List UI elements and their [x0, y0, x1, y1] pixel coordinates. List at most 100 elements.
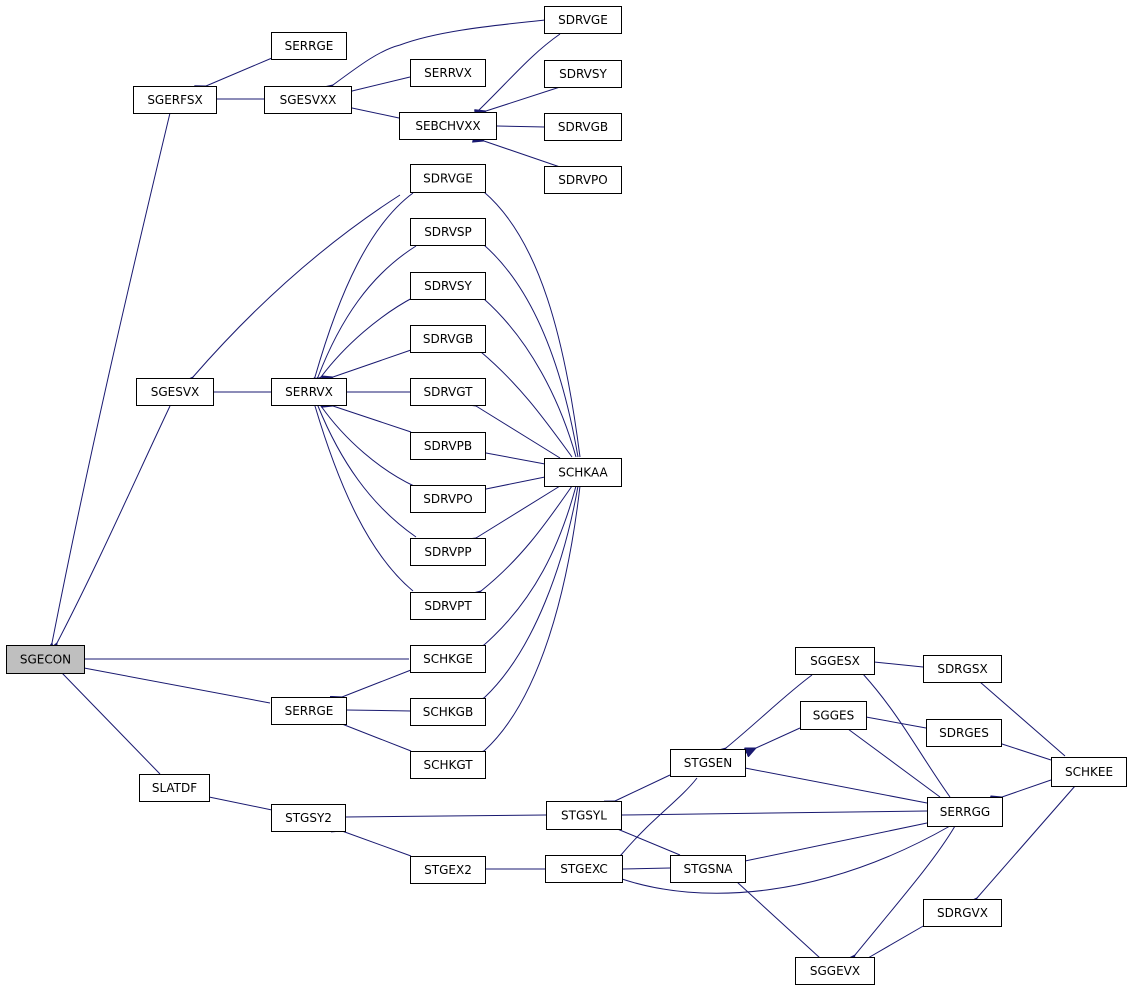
node-stgsyl[interactable]: STGSYL: [546, 801, 622, 830]
edge-sdrvpp-serrvx: [318, 406, 417, 538]
edge-stgsen-stgsyl: [615, 774, 671, 801]
node-schkgb[interactable]: SCHKGB: [410, 698, 486, 726]
node-box[interactable]: [6, 645, 85, 674]
node-box[interactable]: [410, 325, 486, 353]
node-sdrvge[interactable]: SDRVGE: [410, 164, 486, 193]
node-serrgg[interactable]: SERRGG: [927, 797, 1003, 827]
node-schkgt[interactable]: SCHKGT: [410, 751, 486, 779]
node-box[interactable]: [670, 855, 746, 883]
node-label: SEBCHVXX: [415, 119, 480, 133]
edge-schkee-serrgg: [1002, 779, 1052, 797]
node-sgecon[interactable]: SGECON: [6, 645, 85, 674]
node-box[interactable]: [800, 701, 867, 730]
node-box[interactable]: [544, 113, 622, 141]
node-box[interactable]: [410, 59, 486, 87]
node-box[interactable]: [795, 957, 875, 985]
node-sdrvpb[interactable]: SDRVPB: [410, 432, 486, 460]
node-box[interactable]: [546, 801, 622, 830]
node-serrvx-top[interactable]: SERRVX: [410, 59, 486, 87]
node-box[interactable]: [136, 378, 214, 406]
node-box[interactable]: [795, 647, 875, 675]
edge-slatdf-sgecon: [62, 673, 161, 775]
node-label: SDRVPP: [424, 545, 471, 559]
node-box[interactable]: [923, 899, 1002, 927]
node-schkee[interactable]: SCHKEE: [1051, 757, 1127, 787]
edge-sdrvge-serrvx: [315, 192, 414, 377]
node-sdrvsy[interactable]: SDRVSY: [410, 272, 486, 300]
node-box[interactable]: [410, 751, 486, 779]
node-sdrvgt[interactable]: SDRVGT: [410, 378, 486, 406]
node-box[interactable]: [271, 697, 347, 725]
edge-sdrvsy-top-sebchvxx: [486, 86, 561, 111]
node-stgsen[interactable]: STGSEN: [670, 749, 746, 777]
node-label: STGSEN: [684, 756, 732, 770]
node-sdrvpo[interactable]: SDRVPO: [410, 485, 486, 513]
node-sgges[interactable]: SGGES: [800, 701, 867, 730]
node-box[interactable]: [410, 592, 486, 620]
node-box[interactable]: [410, 698, 486, 726]
node-box[interactable]: [410, 272, 486, 300]
node-box[interactable]: [1051, 757, 1127, 787]
node-box[interactable]: [271, 378, 347, 406]
node-box[interactable]: [544, 458, 622, 487]
edge-serrgg-sggevx: [855, 825, 956, 955]
node-box[interactable]: [133, 86, 217, 114]
node-stgexc[interactable]: STGEXC: [545, 855, 623, 883]
node-sdrvsp[interactable]: SDRVSP: [410, 218, 486, 246]
node-sdrges[interactable]: SDRGES: [926, 719, 1002, 747]
node-label: SGGES: [813, 709, 854, 723]
node-sgesvx[interactable]: SGESVX: [136, 378, 214, 406]
node-sgesvxx[interactable]: SGESVXX: [264, 86, 352, 114]
node-box[interactable]: [271, 804, 346, 832]
edge-stgsna-stgsyl: [615, 828, 681, 856]
node-box[interactable]: [544, 166, 622, 194]
edge-sgges-stgsen: [756, 727, 801, 748]
node-label: SDRVGB: [423, 332, 473, 346]
node-label: SLATDF: [152, 781, 197, 795]
node-box[interactable]: [139, 774, 210, 802]
node-sdrvpo-top[interactable]: SDRVPO: [544, 166, 622, 194]
node-stgsna[interactable]: STGSNA: [670, 855, 746, 883]
node-box[interactable]: [544, 60, 622, 88]
node-serrvx[interactable]: SERRVX: [271, 378, 347, 406]
node-box[interactable]: [410, 218, 486, 246]
node-box[interactable]: [410, 164, 486, 193]
node-sdrgvx[interactable]: SDRGVX: [923, 899, 1002, 927]
node-box[interactable]: [410, 856, 486, 884]
node-sdrvpp[interactable]: SDRVPP: [410, 538, 486, 566]
node-sdrvsy-top[interactable]: SDRVSY: [544, 60, 622, 88]
node-sggevx[interactable]: SGGEVX: [795, 957, 875, 985]
node-box[interactable]: [271, 32, 347, 60]
node-box[interactable]: [410, 538, 486, 566]
node-box[interactable]: [410, 645, 486, 673]
node-serrge[interactable]: SERRGE: [271, 697, 347, 725]
node-box[interactable]: [923, 655, 1002, 683]
node-serrge-top[interactable]: SERRGE: [271, 32, 347, 60]
node-schkaa[interactable]: SCHKAA: [544, 458, 622, 487]
node-box[interactable]: [399, 112, 497, 140]
node-box[interactable]: [264, 86, 352, 114]
node-box[interactable]: [410, 432, 486, 460]
node-sggesx[interactable]: SGGESX: [795, 647, 875, 675]
node-box[interactable]: [926, 719, 1002, 747]
node-box[interactable]: [670, 749, 746, 777]
node-sebchvxx[interactable]: SEBCHVXX: [399, 112, 497, 140]
node-box[interactable]: [410, 485, 486, 513]
node-box[interactable]: [544, 6, 622, 34]
node-sdrvgb[interactable]: SDRVGB: [410, 325, 486, 353]
node-box[interactable]: [410, 378, 486, 406]
node-stgex2[interactable]: STGEX2: [410, 856, 486, 884]
node-sdrvpt[interactable]: SDRVPT: [410, 592, 486, 620]
node-box[interactable]: [545, 855, 623, 883]
node-schkge[interactable]: SCHKGE: [410, 645, 486, 673]
edge-schkge-serrge: [342, 669, 412, 697]
node-box[interactable]: [927, 797, 1003, 827]
node-slatdf[interactable]: SLATDF: [139, 774, 210, 802]
node-label: SDRVPO: [423, 492, 472, 506]
node-sdrvge-top[interactable]: SDRVGE: [544, 6, 622, 34]
node-sdrgsx[interactable]: SDRGSX: [923, 655, 1002, 683]
node-sgerfsx[interactable]: SGERFSX: [133, 86, 217, 114]
node-stgsy2[interactable]: STGSY2: [271, 804, 346, 832]
node-sdrvgb-top[interactable]: SDRVGB: [544, 113, 622, 141]
